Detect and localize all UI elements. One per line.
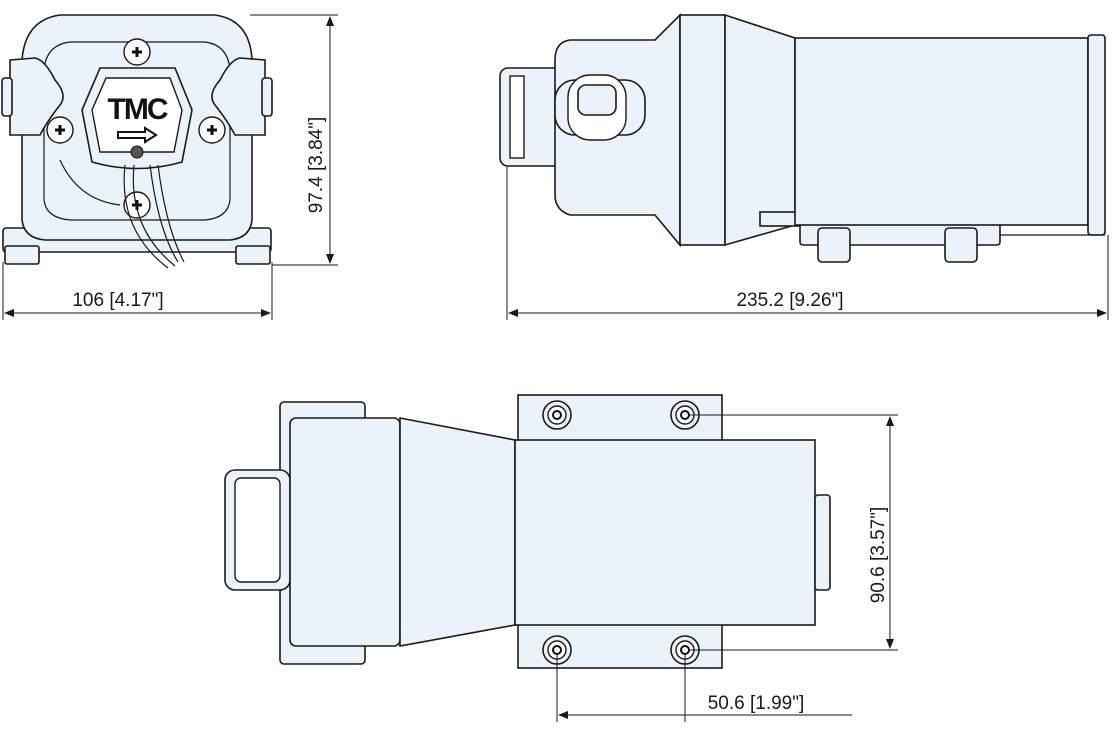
screw-icon [130,145,144,159]
mount-hole-icon [542,400,572,430]
wires [123,164,185,269]
side-view: 235.2 [9.26"] [499,13,1109,320]
foot-left [4,245,40,265]
front-view: TMC 97.4 [3.84"] 106 [4.17"] [1,14,338,320]
motor [794,37,1089,226]
top-view: 90.6 [3.57"] 50.6 [1.99"] [224,394,898,722]
brand-logo: TMC [108,93,168,126]
foot [817,227,851,263]
motor [514,439,816,626]
length-dimension-label: 235.2 [9.26"] [736,290,843,311]
foot [944,227,978,263]
ear-right [211,57,266,136]
inlet-port [499,67,563,167]
screw-icon [197,115,227,145]
pump-head [289,417,401,647]
screw-icon [122,190,152,220]
screw-icon [45,115,75,145]
screw-icon [122,37,152,67]
foot-right [235,245,271,265]
ear-left [9,57,64,136]
motor-adapter [724,13,796,247]
height-dimension-label: 97.4 [3.84"] [306,117,327,214]
width-dimension-label: 106 [4.17"] [72,290,163,311]
mount-width-dimension-label: 90.6 [3.57"] [868,507,889,604]
mount-length-dimension-label: 50.6 [1.99"] [708,693,805,714]
end-cap [814,494,831,591]
pump-body [679,14,726,246]
end-cap [1087,34,1106,236]
motor-adapter [399,417,516,647]
flow-arrow-icon [117,126,158,144]
